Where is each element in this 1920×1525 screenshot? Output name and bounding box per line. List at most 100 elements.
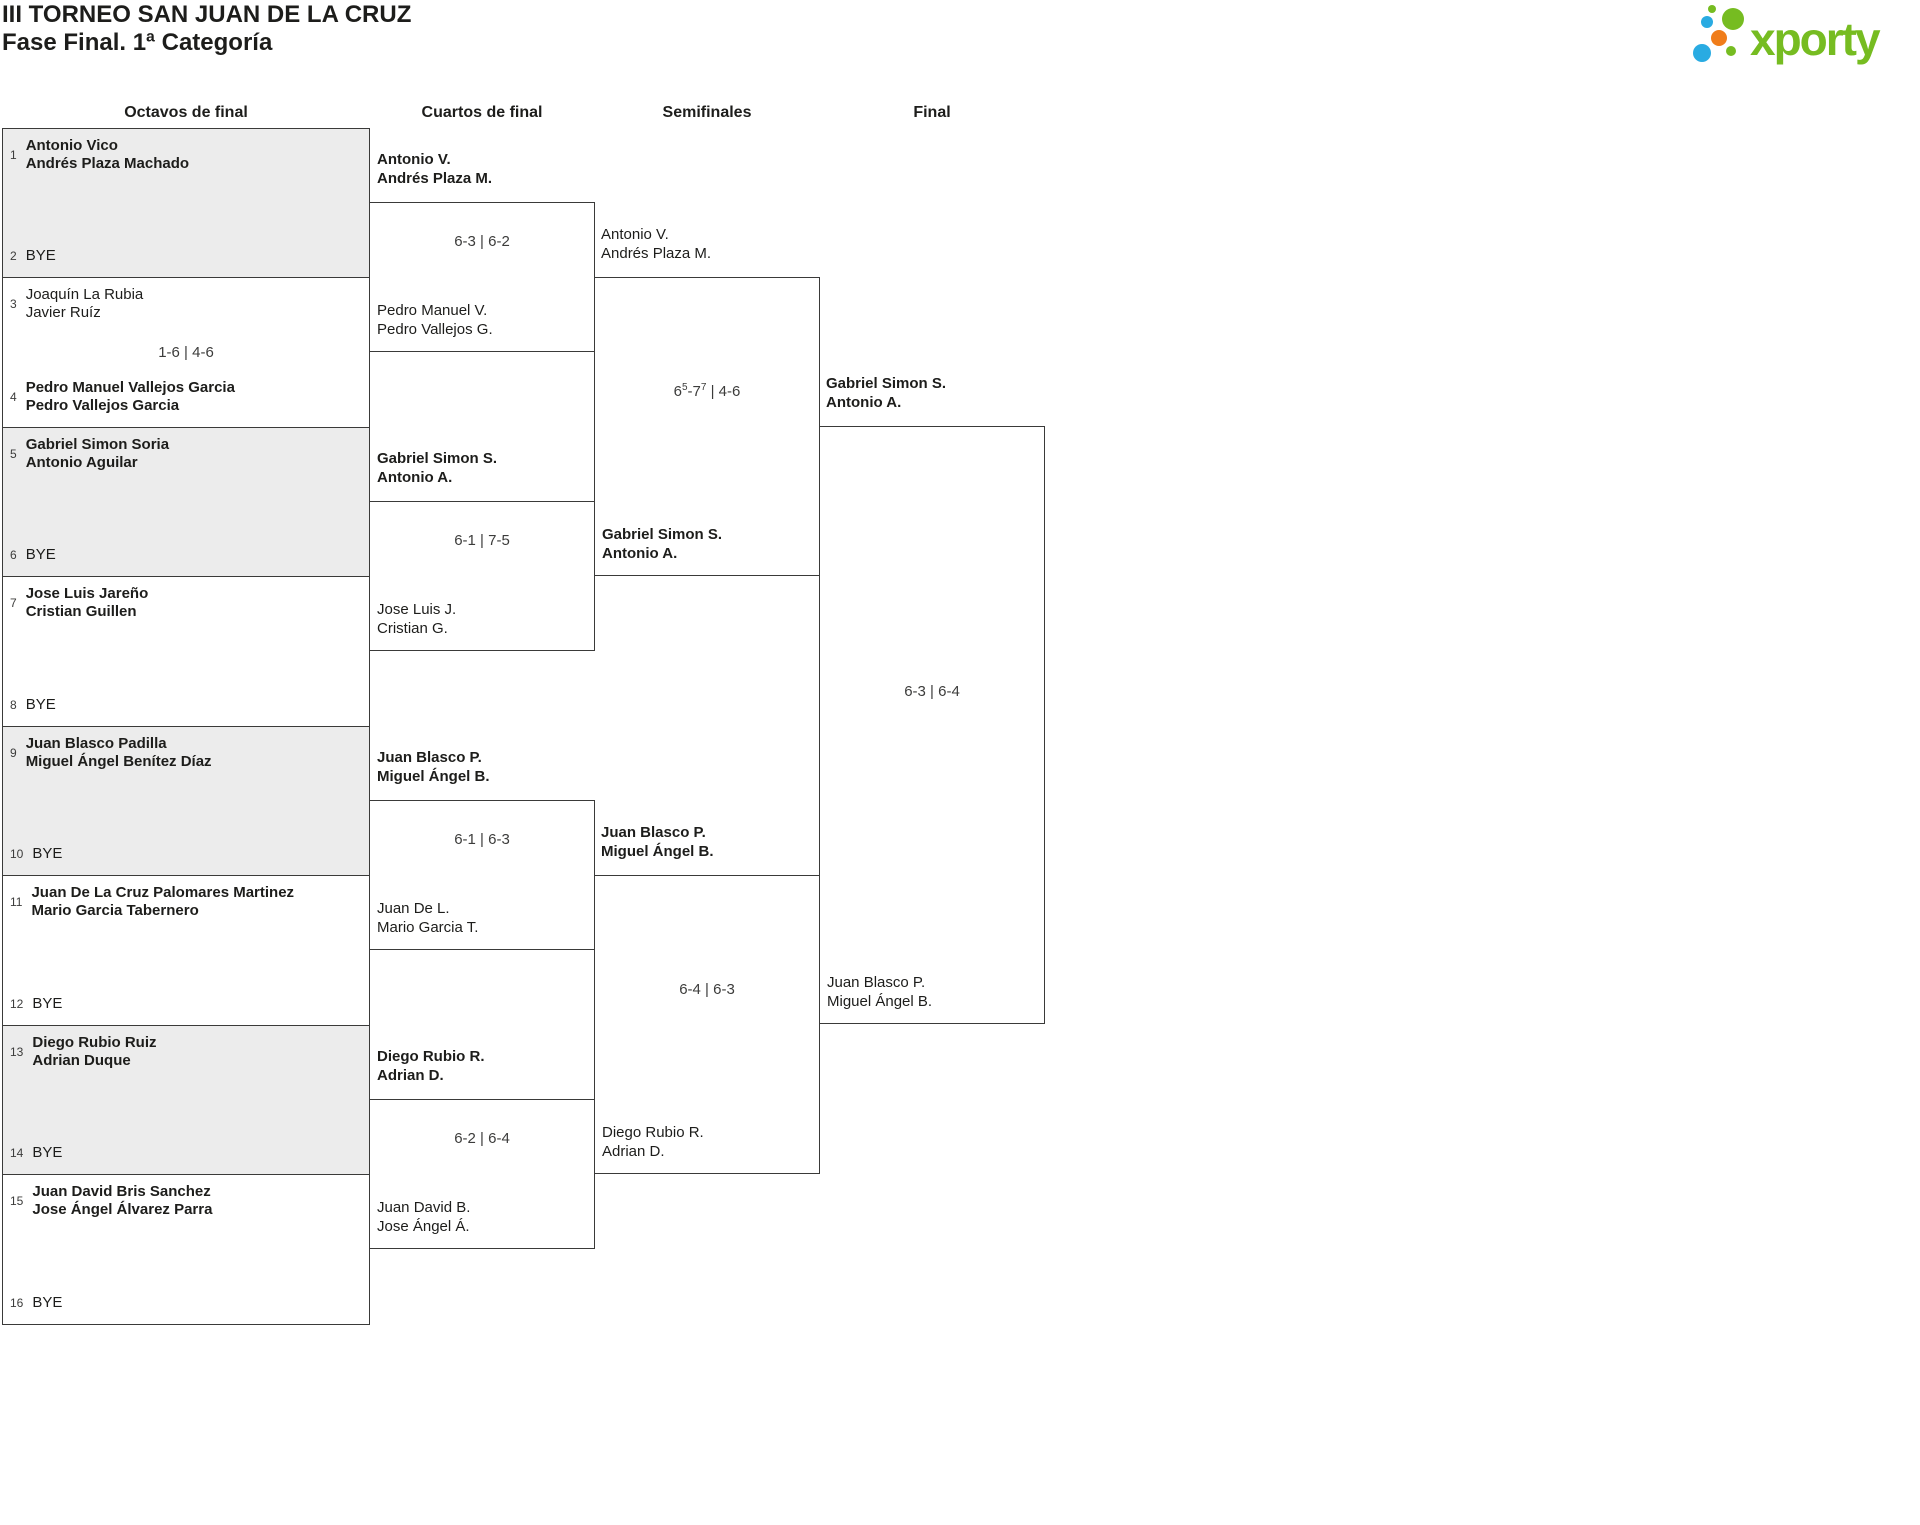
team-name-line: Diego Rubio R. [377,1048,485,1065]
team-name-line: Miguel Ángel B. [827,993,933,1010]
team-slot: 15 Juan David Bris Sanchez Jose Ángel Ál… [10,1183,363,1219]
team-name: Antonio Vico Andrés Plaza Machado [26,137,189,173]
match-box-r16: 3 Joaquín La Rubia Javier Ruíz 1-6 | 4-6… [2,277,370,428]
advancing-team-label: Gabriel Simon S. Antonio A. [602,525,722,563]
team-slot: 13 Diego Rubio Ruiz Adrian Duque [10,1034,363,1070]
team-name: BYE [26,546,56,564]
team-name: Juan David Bris Sanchez Jose Ángel Álvar… [32,1183,212,1219]
team-name: Juan Blasco Padilla Miguel Ángel Benítez… [26,735,212,771]
match-box-r16: 1 Antonio Vico Andrés Plaza Machado 2 BY… [2,128,370,278]
logo-dot-icon [1708,5,1716,13]
team-name-line: Andrés Plaza Machado [25,155,190,172]
seed-number: 14 [10,1146,24,1160]
team-slot: 5 Gabriel Simon Soria Antonio Aguilar [10,436,363,472]
bye-label: BYE [32,845,63,862]
eliminated-team-label: Diego Rubio R. Adrian D. [602,1123,704,1161]
match-box-qf: 6-1 | 7-5 Jose Luis J. Cristian G. [369,501,595,651]
seed-number: 6 [10,548,17,562]
team-name-line: Jose Luis J. [377,601,457,618]
team-name-line: Miguel Ángel Benítez Díaz [25,753,212,770]
logo-dot-icon [1701,16,1713,28]
seed-number: 2 [10,249,17,263]
team-name-line: Antonio Aguilar [25,454,138,471]
seed-number: 4 [10,390,17,404]
round-header-octavos: Octavos de final [124,104,248,121]
team-name-line: Cristian Guillen [25,603,137,620]
team-name-line: Jose Luis Jareño [25,585,149,602]
match-box-r16: 5 Gabriel Simon Soria Antonio Aguilar 6 … [2,427,370,577]
team-name-line: Antonio V. [601,226,669,243]
team-name-line: Joaquín La Rubia [25,286,144,303]
team-name-line: Juan De La Cruz Palomares Martinez [31,884,295,901]
round-header-final: Final [913,104,951,121]
seed-number: 5 [10,447,17,461]
match-box-qf: 6-2 | 6-4 Juan David B. Jose Ángel Á. [369,1099,595,1249]
score-set-games: -7 [687,383,701,400]
eliminated-team-label: Jose Luis J. Cristian G. [377,600,456,638]
score-tiebreak: 7 [700,382,707,393]
seed-number: 11 [10,895,23,909]
team-slot: 11 Juan De La Cruz Palomares Martinez Ma… [10,884,363,920]
match-box-r16: 9 Juan Blasco Padilla Miguel Ángel Benít… [2,726,370,876]
seed-number: 8 [10,698,17,712]
team-slot: 9 Juan Blasco Padilla Miguel Ángel Benít… [10,735,363,771]
team-slot: 3 Joaquín La Rubia Javier Ruíz [10,286,363,322]
match-box-sf: 6-4 | 6-3 Diego Rubio R. Adrian D. [594,875,820,1174]
team-name: Pedro Manuel Vallejos Garcia Pedro Valle… [26,379,235,415]
eliminated-team-label: Pedro Manuel V. Pedro Vallejos G. [377,301,493,339]
team-name-line: Andrés Plaza M. [377,170,493,187]
team-name: BYE [26,247,56,265]
team-name-line: Cristian G. [377,620,448,637]
team-name: BYE [32,845,62,863]
round-header-semifinales: Semifinales [662,104,752,121]
advancing-team-label: Juan Blasco P. Miguel Ángel B. [601,823,714,861]
team-name-line: Gabriel Simon S. [602,526,723,543]
score-set-games: 6 [673,383,682,400]
tournament-subtitle: Fase Final. 1ª Categoría [2,29,273,56]
team-name-line: Mario Garcia T. [377,919,479,936]
eliminated-team-label: Juan David B. Jose Ángel Á. [377,1198,470,1236]
logo-dot-icon [1722,8,1744,30]
team-name-line: Pedro Manuel V. [377,302,488,319]
team-name: Jose Luis Jareño Cristian Guillen [26,585,149,621]
seed-number: 15 [10,1194,24,1208]
seed-number: 16 [10,1296,24,1310]
team-name-line: Pedro Vallejos Garcia [25,397,180,414]
seed-number: 1 [10,148,17,162]
team-name-line: Antonio A. [377,469,453,486]
advancing-team-label: Antonio V. Andrés Plaza M. [377,150,492,188]
team-name: BYE [32,1294,62,1312]
seed-number: 10 [10,847,24,861]
team-name-line: Miguel Ángel B. [601,843,714,860]
team-slot: 7 Jose Luis Jareño Cristian Guillen [10,585,363,621]
team-name-line: Adrian D. [377,1067,444,1084]
team-slot: 14 BYE [10,1144,363,1162]
team-name: Diego Rubio Ruiz Adrian Duque [32,1034,156,1070]
round-header-cuartos: Cuartos de final [421,104,543,121]
tournament-title: III TORNEO SAN JUAN DE LA CRUZ [2,1,412,28]
match-score: 1-6 | 4-6 [158,343,214,361]
bye-label: BYE [25,247,56,264]
team-name-line: Mario Garcia Tabernero [31,902,199,919]
match-box-qf: 6-3 | 6-2 Pedro Manuel V. Pedro Vallejos… [369,202,595,352]
team-slot: 1 Antonio Vico Andrés Plaza Machado [10,137,363,173]
match-box-final: 6-3 | 6-4 Juan Blasco P. Miguel Ángel B. [819,426,1045,1024]
match-box-r16: 11 Juan De La Cruz Palomares Martinez Ma… [2,875,370,1026]
match-box-r16: 13 Diego Rubio Ruiz Adrian Duque 14 BYE [2,1025,370,1175]
score-tiebreak: 5 [681,382,688,393]
seed-number: 9 [10,746,17,760]
match-score: 6-4 | 6-3 [679,981,735,998]
logo-dot-icon [1726,46,1736,56]
champion-team-label: Gabriel Simon S. Antonio A. [826,374,946,412]
match-score: 65-77 | 4-6 [595,383,819,401]
logo-wordmark: xporty [1750,13,1881,65]
match-box-sf: 65-77 | 4-6 Gabriel Simon S. Antonio A. [594,277,820,576]
team-name-line: Adrian Duque [32,1052,131,1069]
team-slot: 12 BYE [10,995,363,1013]
eliminated-team-label: Juan De L. Mario Garcia T. [377,899,478,937]
team-name-line: Juan De L. [377,900,450,917]
team-name: Juan De La Cruz Palomares Martinez Mario… [31,884,294,920]
team-name-line: Gabriel Simon Soria [25,436,170,453]
bye-label: BYE [32,1294,63,1311]
team-name-line: Antonio V. [377,151,451,168]
